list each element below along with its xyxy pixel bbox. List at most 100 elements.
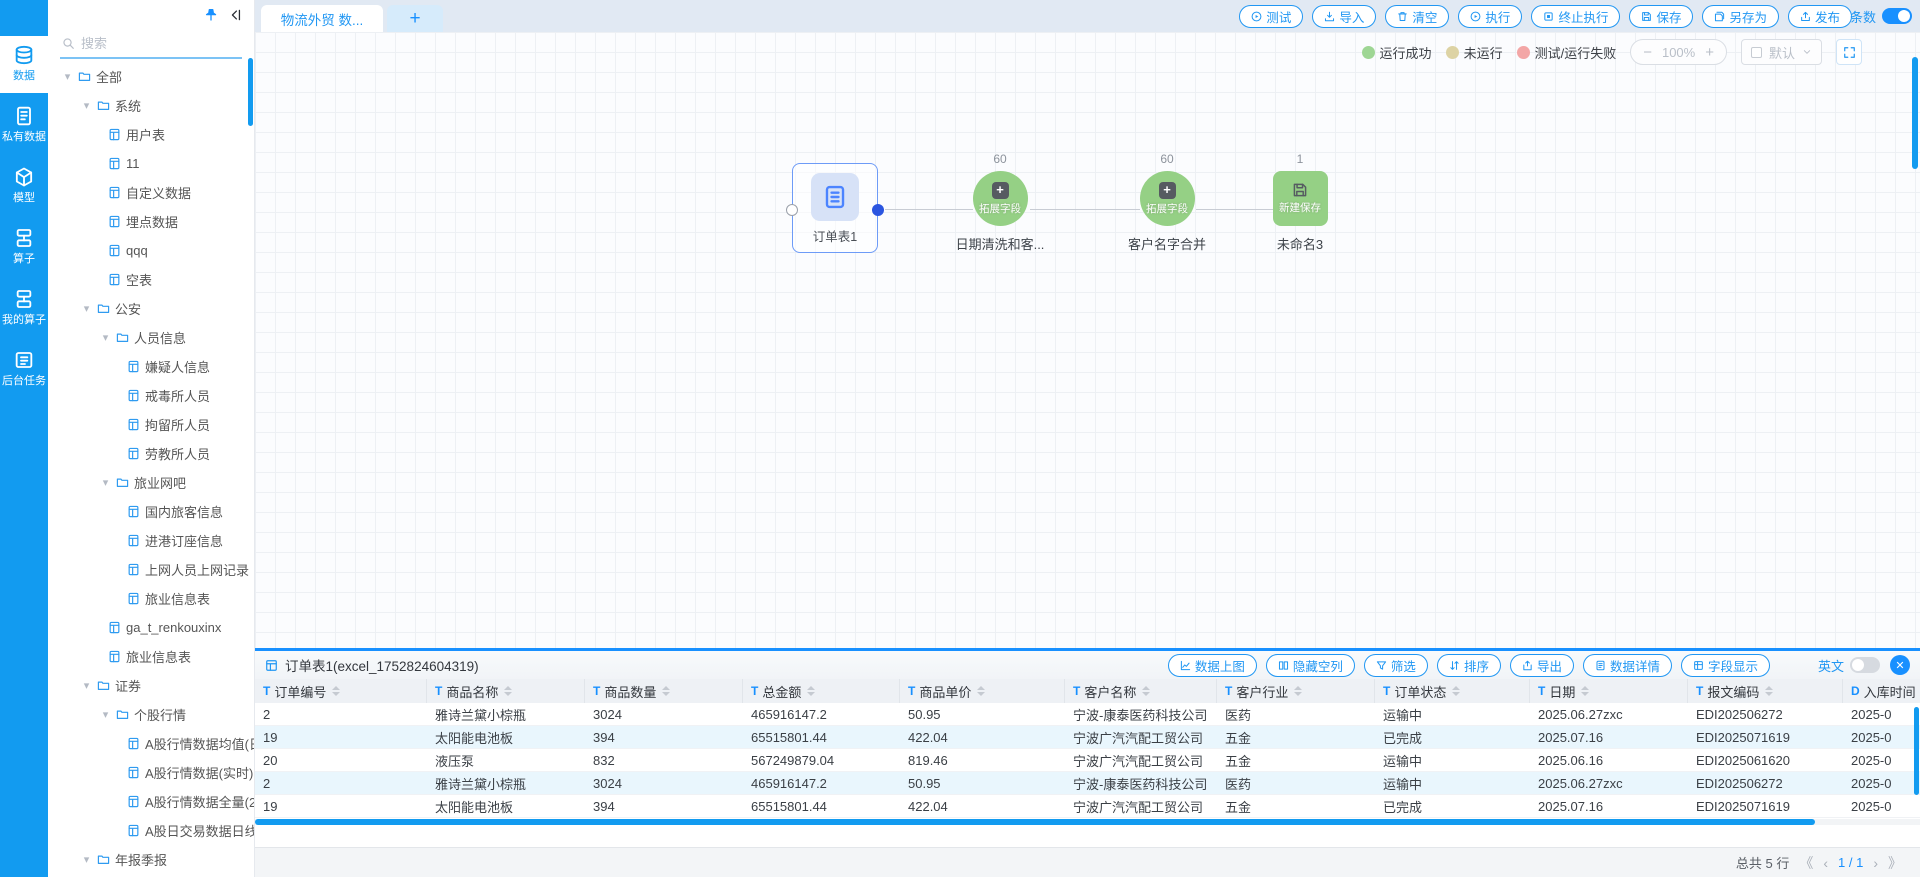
tree-folder-item[interactable]: ▾人员信息 [48, 323, 254, 352]
caret-down-icon[interactable]: ▾ [83, 854, 90, 866]
caret-down-icon[interactable]: ▾ [102, 477, 109, 489]
tree-folder-item[interactable]: ▾旅业网吧 [48, 468, 254, 497]
flow-canvas[interactable]: 运行成功未运行测试/运行失败 − 100% + 默认 [255, 32, 1920, 648]
sort-carets-icon[interactable] [662, 686, 671, 696]
sort-carets-icon[interactable] [332, 686, 341, 696]
import-button[interactable]: 导入 [1312, 4, 1377, 28]
tree-folder-item[interactable]: ▾全部 [48, 62, 254, 91]
search-input[interactable] [81, 36, 231, 51]
save-button[interactable]: 保存 [1629, 4, 1694, 28]
tree-table-item[interactable]: 自定义数据 [48, 178, 254, 207]
fullscreen-button[interactable] [1836, 39, 1862, 65]
caret-down-icon[interactable]: ▾ [102, 709, 109, 721]
clear-button[interactable]: 清空 [1385, 4, 1450, 28]
sort-carets-icon[interactable] [504, 686, 513, 696]
last-page-button[interactable]: 》 [1888, 854, 1902, 871]
node-date-clean[interactable]: 60 + 拓展字段 日期清洗和客... [945, 152, 1055, 253]
node-order-table[interactable]: 订单表1 [786, 163, 884, 253]
table-hscrollbar-thumb[interactable] [255, 819, 1815, 825]
tree-table-item[interactable]: 劳教所人员 [48, 439, 254, 468]
tree-table-item[interactable]: A股行情数据(实时) [48, 758, 254, 787]
tree-table-item[interactable]: 空表 [48, 265, 254, 294]
rail-item-model[interactable]: 模型 [0, 158, 48, 215]
rail-item-background-tasks[interactable]: 后台任务 [0, 341, 48, 398]
first-page-button[interactable]: 《 [1799, 854, 1814, 871]
data-detail-button[interactable]: 数据详情 [1582, 653, 1672, 677]
sort-carets-icon[interactable] [1765, 686, 1774, 696]
terminate-button[interactable]: 终止执行 [1531, 4, 1621, 28]
tree-table-item[interactable]: 旅业信息表 [48, 642, 254, 671]
tree-table-item[interactable]: 拘留所人员 [48, 410, 254, 439]
sort-carets-icon[interactable] [1294, 686, 1303, 696]
sort-carets-icon[interactable] [1142, 686, 1151, 696]
node-save-output[interactable]: 1 新建保存 未命名3 [1245, 152, 1355, 253]
caret-down-icon[interactable]: ▾ [83, 680, 90, 692]
pin-icon[interactable] [204, 8, 218, 22]
zoom-in-button[interactable]: + [1705, 43, 1714, 61]
sort-carets-icon[interactable] [1581, 686, 1590, 696]
rail-item-my-operator[interactable]: 我的算子 [0, 280, 48, 337]
sort-carets-icon[interactable] [977, 686, 986, 696]
tree-table-item[interactable]: 嫌疑人信息 [48, 352, 254, 381]
rail-item-private-data[interactable]: 私有数据 [0, 97, 48, 154]
data-to-chart-button[interactable]: 数据上图 [1167, 653, 1257, 677]
tree-table-item[interactable]: 进港订座信息 [48, 526, 254, 555]
english-toggle[interactable] [1850, 657, 1880, 673]
tree-table-item[interactable]: 上网人员上网记录 [48, 555, 254, 584]
tree-table-item[interactable]: 11 [48, 149, 254, 178]
node-output-port[interactable] [872, 204, 884, 216]
tree-table-item[interactable]: 旅业信息表 [48, 584, 254, 613]
save-as-button[interactable]: 另存为 [1702, 4, 1779, 28]
rail-item-data[interactable]: 数据 [0, 36, 48, 93]
row-count-toggle[interactable] [1882, 8, 1912, 24]
sort-button[interactable]: 排序 [1436, 653, 1501, 677]
tree-folder-item[interactable]: ▾证券 [48, 671, 254, 700]
tree-folder-item[interactable]: ▾个股行情 [48, 700, 254, 729]
tree-table-item[interactable]: 用户表 [48, 120, 254, 149]
tree-table-item[interactable]: 戒毒所人员 [48, 381, 254, 410]
node-input-port[interactable] [786, 204, 798, 216]
node-customer-merge[interactable]: 60 + 拓展字段 客户名字合并 [1112, 152, 1222, 253]
tab-workflow[interactable]: 物流外贸 数... [261, 5, 383, 32]
tree-table-item[interactable]: 国内旅客信息 [48, 497, 254, 526]
canvas-scrollbar-thumb[interactable] [1912, 57, 1918, 169]
publish-button[interactable]: 发布 [1787, 4, 1852, 28]
table-vscrollbar-thumb[interactable] [1914, 707, 1919, 795]
close-panel-button[interactable]: ✕ [1890, 655, 1910, 675]
collapse-panel-icon[interactable] [228, 8, 242, 22]
save-node-square[interactable]: 新建保存 [1272, 171, 1328, 226]
zoom-out-button[interactable]: − [1643, 43, 1652, 61]
table-hscrollbar-track[interactable] [255, 819, 1920, 825]
tree-folder-item[interactable]: ▾年报季报 [48, 845, 254, 874]
prev-page-button[interactable]: ‹ [1823, 854, 1829, 871]
sort-carets-icon[interactable] [807, 686, 816, 696]
next-page-button[interactable]: › [1873, 854, 1878, 871]
caret-down-icon[interactable]: ▾ [64, 71, 71, 83]
caret-down-icon[interactable]: ▾ [102, 332, 109, 344]
export-button[interactable]: 导出 [1509, 653, 1574, 677]
run-button[interactable]: 执行 [1458, 4, 1523, 28]
tree-scrollbar-thumb[interactable] [248, 58, 253, 126]
tree-folder-item[interactable]: ▾公安 [48, 294, 254, 323]
add-tab-button[interactable]: + [387, 5, 443, 32]
field-display-button[interactable]: 字段显示 [1680, 653, 1770, 677]
sort-carets-icon[interactable] [1452, 686, 1461, 696]
tree-table-item[interactable]: A股行情数据全量(2分 [48, 787, 254, 816]
caret-down-icon[interactable]: ▾ [83, 303, 90, 315]
